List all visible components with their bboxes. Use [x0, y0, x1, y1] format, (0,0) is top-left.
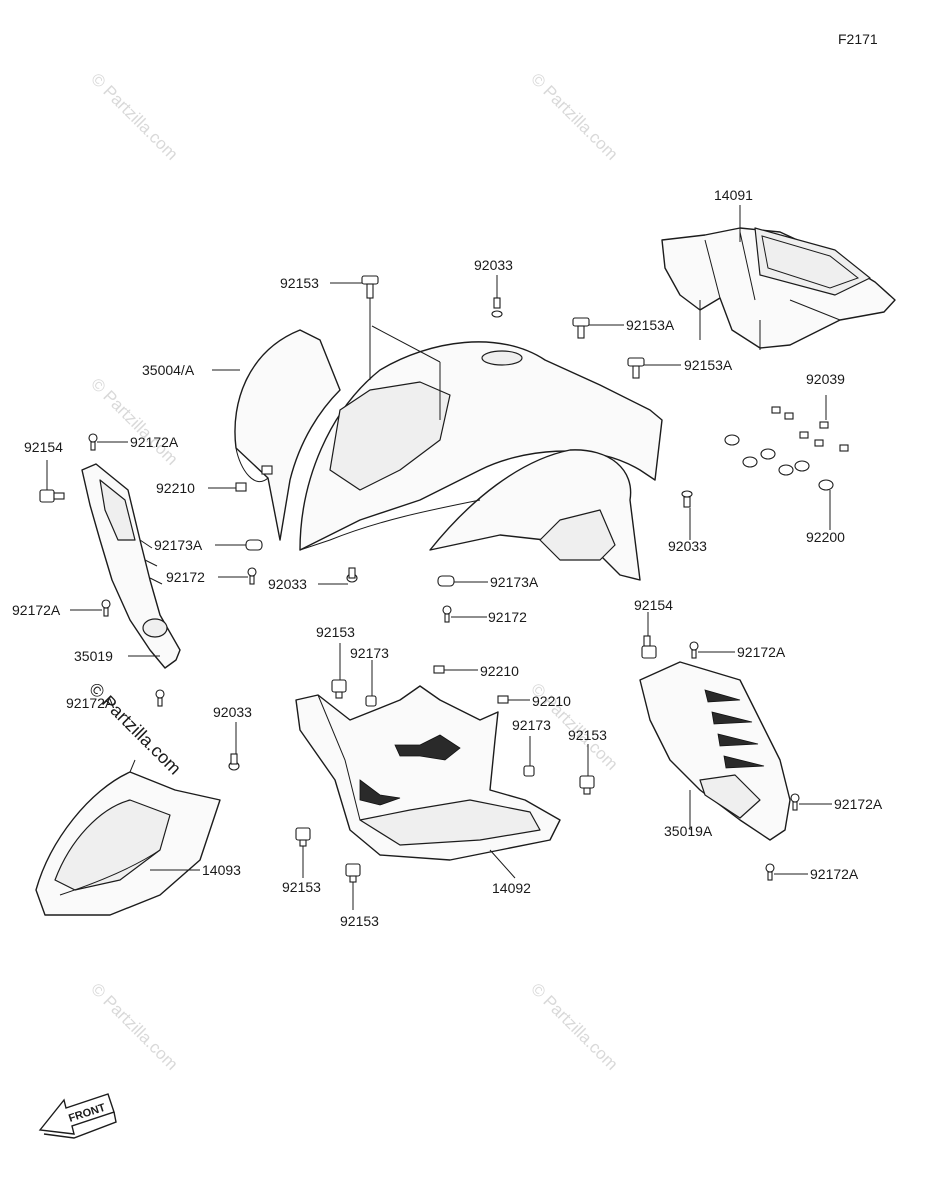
label-92173-a: 92173 — [350, 645, 389, 661]
label-92033-low: 92033 — [213, 704, 252, 720]
label-92172-1: 92172 — [166, 569, 205, 585]
label-92173A-2: 92173A — [490, 574, 539, 590]
front-direction-arrow: FRONT — [38, 1093, 117, 1139]
clip-92033-mid[interactable] — [346, 567, 358, 583]
label-92154-right: 92154 — [634, 597, 673, 613]
part-35004-front-fender[interactable] — [234, 329, 663, 581]
screw-92172A-2[interactable] — [101, 599, 111, 617]
part-35019-left-panel[interactable] — [81, 463, 181, 669]
label-92153A-1: 92153A — [626, 317, 675, 333]
screw-92172A-5[interactable] — [790, 793, 800, 811]
label-92172A-1: 92172A — [130, 434, 179, 450]
label-92173A-1: 92173A — [154, 537, 203, 553]
watermark-7: © Partzilla.com — [527, 979, 621, 1073]
screw-92172A-1[interactable] — [88, 433, 98, 451]
watermark-1: © Partzilla.com — [87, 69, 181, 163]
bolt-92154-left[interactable] — [39, 489, 65, 503]
nut-92210-4[interactable] — [497, 695, 509, 704]
label-92153A-2: 92153A — [684, 357, 733, 373]
leader-92153-top — [369, 292, 441, 420]
label-92210-1: 92210 — [156, 480, 195, 496]
bolt-92153A-2[interactable] — [627, 357, 645, 379]
label-92172A-3: 92172A — [737, 644, 786, 660]
part-labels: 14091 92153 92033 92153A 92153A 35004/A … — [12, 187, 883, 929]
label-92033-mid: 92033 — [268, 576, 307, 592]
nut-92210-2[interactable] — [261, 465, 273, 475]
bolt-92153-a[interactable] — [331, 679, 347, 699]
fasteners — [39, 275, 849, 883]
leader-14092 — [489, 849, 516, 879]
label-92210-3: 92210 — [532, 693, 571, 709]
clip-92033-right[interactable] — [681, 490, 693, 508]
clip-92173-a[interactable] — [365, 695, 377, 707]
label-92200: 92200 — [806, 529, 845, 545]
label-92172A-4: 92172A — [66, 695, 115, 711]
watermark-2: © Partzilla.com — [527, 69, 621, 163]
clip-92173A-1[interactable] — [245, 539, 263, 551]
label-92153-d: 92153 — [340, 913, 379, 929]
bolt-92154-right[interactable] — [641, 635, 657, 659]
bolt-92153-c[interactable] — [295, 827, 311, 847]
label-14093: 14093 — [202, 862, 241, 878]
label-92039: 92039 — [806, 371, 845, 387]
label-92153-top: 92153 — [280, 275, 319, 291]
nut-92210-3[interactable] — [433, 665, 445, 674]
clip-92033-top[interactable] — [491, 297, 503, 318]
screw-92172-2[interactable] — [442, 605, 452, 623]
screw-92172A-6[interactable] — [765, 863, 775, 881]
figure-id: F2171 — [838, 31, 878, 47]
label-92033-right: 92033 — [668, 538, 707, 554]
label-92172A-2: 92172A — [12, 602, 61, 618]
part-14093-front-cover[interactable] — [35, 759, 221, 916]
clip-92033-low[interactable] — [228, 753, 240, 771]
label-92153-c: 92153 — [282, 879, 321, 895]
watermark-dark: © Partzilla.com — [85, 679, 185, 779]
clip-92173-b[interactable] — [523, 765, 535, 777]
part-35019A-right-panel[interactable] — [639, 661, 791, 841]
label-92173-b: 92173 — [512, 717, 551, 733]
label-14092: 14092 — [492, 880, 531, 896]
label-35019A: 35019A — [664, 823, 713, 839]
screw-92172A-4[interactable] — [155, 689, 165, 707]
bolt-92153-top[interactable] — [361, 275, 379, 299]
watermark-6: © Partzilla.com — [87, 979, 181, 1073]
label-92172A-5: 92172A — [834, 796, 883, 812]
label-92033-top: 92033 — [474, 257, 513, 273]
part-14092-front-panel[interactable] — [295, 685, 561, 861]
part-14091-rear-carrier[interactable] — [661, 227, 896, 350]
bolt-92153-d[interactable] — [345, 863, 361, 883]
label-92153-b: 92153 — [568, 727, 607, 743]
bolts-92039[interactable] — [771, 406, 849, 452]
fastener-leaders — [46, 275, 832, 910]
label-35019: 35019 — [74, 648, 113, 664]
washers-92200[interactable] — [724, 434, 834, 491]
label-92172-2: 92172 — [488, 609, 527, 625]
screw-92172-1[interactable] — [247, 567, 257, 585]
clip-92173A-2[interactable] — [437, 575, 455, 587]
screw-92172A-3[interactable] — [689, 641, 699, 659]
label-92153-a: 92153 — [316, 624, 355, 640]
label-92172A-6: 92172A — [810, 866, 859, 882]
label-14091: 14091 — [714, 187, 753, 203]
nut-92210-1[interactable] — [235, 482, 247, 492]
label-92154-left: 92154 — [24, 439, 63, 455]
bolt-92153-b[interactable] — [579, 775, 595, 795]
bolt-92153A-1[interactable] — [572, 317, 590, 339]
label-92210-2: 92210 — [480, 663, 519, 679]
watermark-3: © Partzilla.com — [87, 374, 181, 468]
label-35004A: 35004/A — [142, 362, 195, 378]
